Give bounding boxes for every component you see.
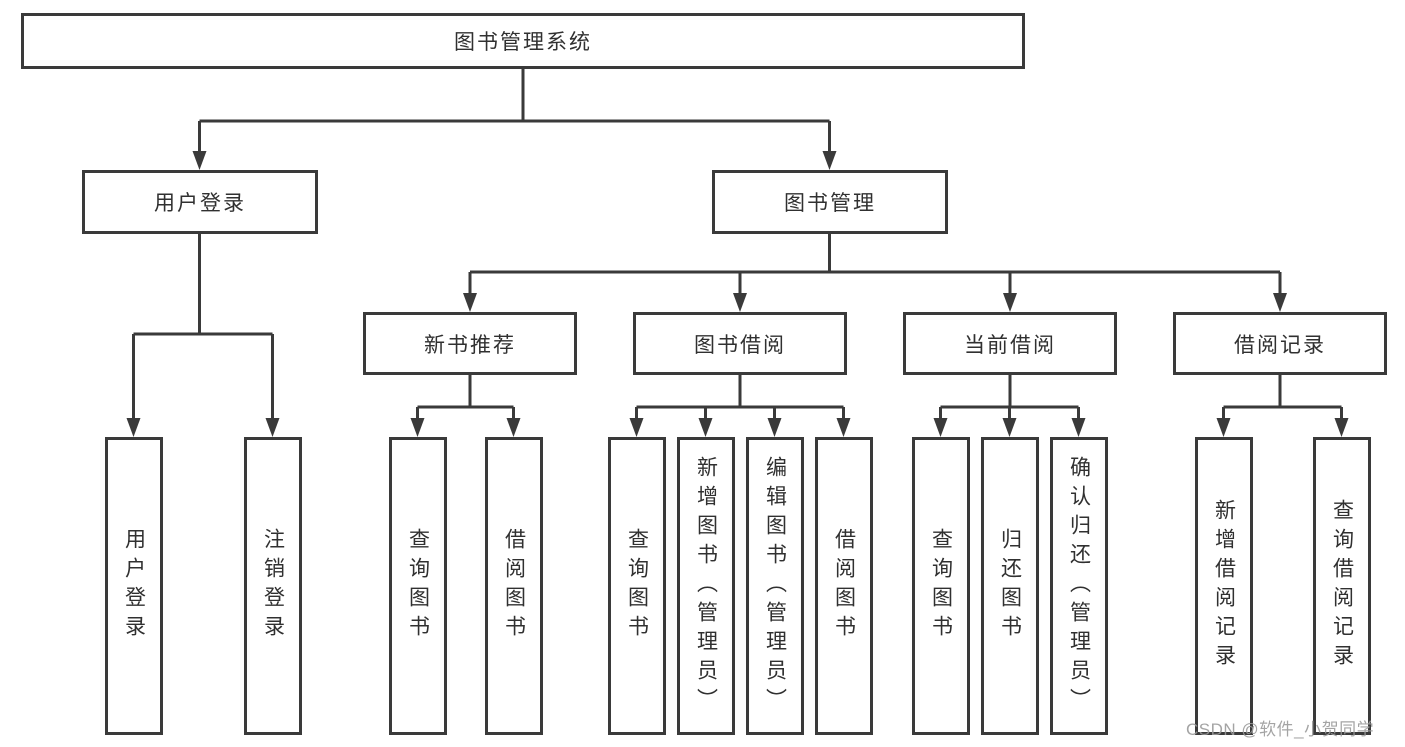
connector-borrow-record-to-leaves: [1222, 375, 1343, 424]
leaf-label: 用户登录: [122, 528, 146, 644]
connector-current-borrow-to-leaves: [939, 375, 1080, 424]
leaf-label: 借阅图书: [502, 528, 526, 644]
connector-new-book-to-leaves: [416, 375, 515, 424]
arrow-down-icon: [698, 418, 713, 437]
node-current-borrow: 当前借阅: [903, 312, 1117, 375]
leaf-label: 归还图书: [998, 528, 1022, 644]
node-borrow-records: 借阅记录: [1173, 312, 1387, 375]
leaf-label: 查询借阅记录: [1330, 499, 1354, 673]
leaf-label: 新增图书（管理员）: [694, 455, 718, 717]
leaf-label: 编辑图书（管理员）: [763, 455, 787, 717]
arrow-down-icon: [1003, 293, 1017, 312]
arrow-down-icon: [265, 418, 280, 437]
arrow-down-icon: [933, 418, 948, 437]
node-label: 图书管理: [784, 192, 876, 215]
leaf-logout: 注销登录: [244, 437, 302, 735]
leaf-borrow-book-recommend: 借阅图书: [485, 437, 543, 735]
leaf-add-book-admin: 新增图书（管理员）: [677, 437, 735, 735]
arrowheads: [126, 151, 1349, 437]
leaf-edit-book-admin: 编辑图书（管理员）: [746, 437, 804, 735]
leaf-label: 新增借阅记录: [1212, 499, 1236, 673]
arrow-down-icon: [410, 418, 425, 437]
leaf-label: 确认归还（管理员）: [1067, 455, 1091, 717]
connector-root-to-level2: [198, 68, 831, 156]
leaf-return-book: 归还图书: [981, 437, 1039, 735]
node-book-borrow: 图书借阅: [633, 312, 847, 375]
node-label: 借阅记录: [1234, 333, 1326, 357]
node-label: 图书借阅: [694, 333, 786, 357]
arrow-down-icon: [1273, 293, 1287, 312]
arrow-down-icon: [822, 151, 837, 170]
node-book-management: 图书管理: [712, 170, 948, 234]
leaf-label: 查询图书: [929, 528, 953, 644]
leaf-user-login: 用户登录: [105, 437, 163, 735]
arrow-down-icon: [1216, 418, 1231, 437]
arrow-down-icon: [463, 293, 477, 312]
connector-book-borrow-to-leaves: [635, 375, 845, 424]
arrow-down-icon: [629, 418, 644, 437]
connector-user-login-to-leaves: [132, 233, 274, 424]
arrow-down-icon: [192, 151, 207, 170]
leaf-query-book-recommend: 查询图书: [389, 437, 447, 735]
leaf-label: 注销登录: [261, 528, 285, 644]
leaf-label: 查询图书: [625, 528, 649, 644]
arrow-down-icon: [1334, 418, 1349, 437]
arrow-down-icon: [506, 418, 521, 437]
csdn-watermark: CSDN @软件_小贺同学: [1186, 720, 1375, 739]
leaf-query-book-borrow: 查询图书: [608, 437, 666, 735]
arrow-down-icon: [1002, 418, 1017, 437]
node-root-system: 图书管理系统: [21, 13, 1025, 69]
node-label: 用户登录: [154, 192, 246, 215]
node-label: 当前借阅: [964, 333, 1056, 357]
leaf-borrow-book: 借阅图书: [815, 437, 873, 735]
arrow-down-icon: [126, 418, 141, 437]
arrow-down-icon: [1071, 418, 1086, 437]
connector-book-management-to-level3: [468, 233, 1282, 298]
leaf-query-book-current: 查询图书: [912, 437, 970, 735]
leaf-label: 借阅图书: [832, 528, 856, 644]
arrow-down-icon: [767, 418, 782, 437]
node-label: 新书推荐: [424, 333, 516, 357]
arrow-down-icon: [733, 293, 747, 312]
node-user-login: 用户登录: [82, 170, 318, 234]
node-label: 图书管理系统: [454, 31, 592, 54]
leaf-add-borrow-record: 新增借阅记录: [1195, 437, 1253, 735]
leaf-confirm-return-admin: 确认归还（管理员）: [1050, 437, 1108, 735]
leaf-query-borrow-record: 查询借阅记录: [1313, 437, 1371, 735]
node-new-book-recommend: 新书推荐: [363, 312, 577, 375]
arrow-down-icon: [836, 418, 851, 437]
leaf-label: 查询图书: [406, 528, 430, 644]
